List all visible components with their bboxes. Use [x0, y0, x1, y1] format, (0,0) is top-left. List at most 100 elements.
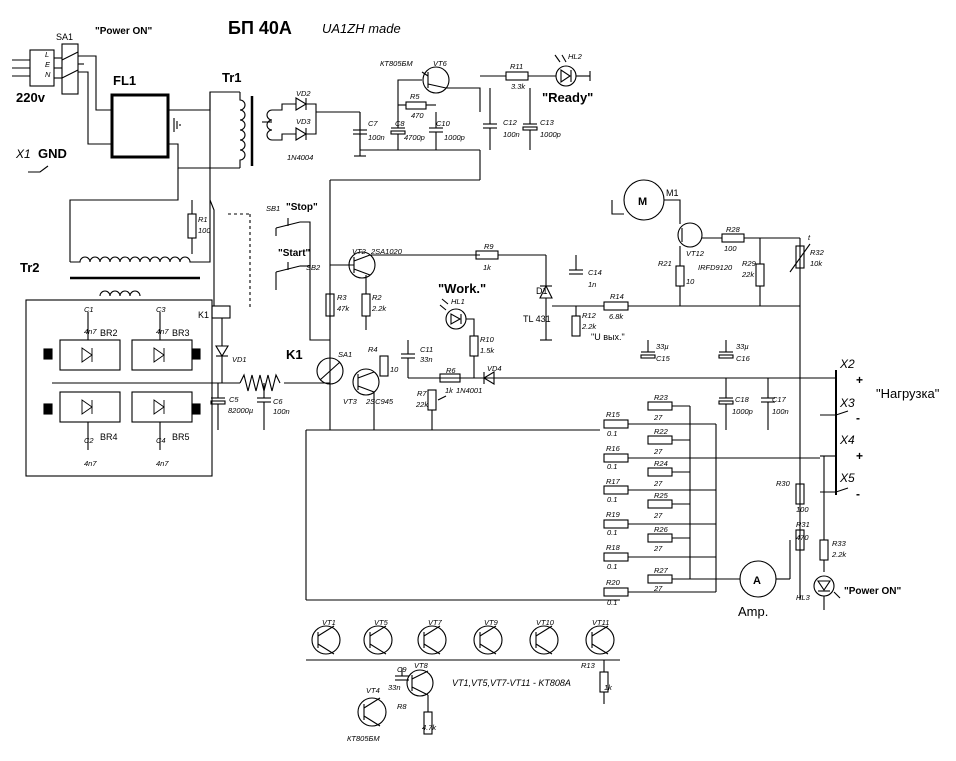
r8-value: 4.7k	[422, 723, 437, 732]
r1-ref: R1	[198, 215, 208, 224]
mains-switch-icon	[61, 43, 79, 95]
r11-ref: R11	[510, 62, 523, 71]
x5-polarity: -	[856, 487, 860, 501]
x4-ref: X4	[839, 433, 855, 447]
plug-pin-l: L	[45, 50, 49, 59]
stop-button[interactable]	[275, 218, 301, 236]
bridge-terminal	[191, 403, 201, 415]
vt1-ref: VT1	[322, 618, 336, 627]
bridge-terminal	[43, 348, 53, 360]
c6-ref: C6	[273, 397, 283, 406]
load-label: "Нагрузка"	[876, 386, 940, 401]
plug-pin-n: N	[45, 70, 51, 79]
vd4-type: 1N4001	[456, 386, 482, 395]
r10-ref: R10	[480, 335, 495, 344]
c18-value: 1000p	[732, 407, 753, 416]
r24-value: 27	[653, 479, 663, 488]
sb2-ref: SB2	[306, 263, 321, 272]
r30-ref: R30	[776, 479, 791, 488]
c16-value: 33µ	[736, 342, 749, 351]
ready-label: "Ready"	[542, 90, 593, 105]
gnd-terminal-ref: X1	[15, 147, 31, 161]
c13-ref: C13	[540, 118, 555, 127]
vt4-ref: VT4	[366, 686, 380, 695]
r11-value: 3.3k	[511, 82, 526, 91]
relay-contact-k1	[239, 373, 281, 392]
c4-value: 4n7	[156, 459, 169, 468]
r23-value: 27	[653, 413, 663, 422]
r8-ref: R8	[397, 702, 407, 711]
power-stage: VT1 VT5 VT7 VT9 VT10 VT11 VT8 VT4 КТ805Б…	[305, 429, 620, 743]
aux-supply: VD2 VD3 1N4004 C7 100n C8 4700p C10 1000…	[287, 52, 593, 181]
vd2-ref: VD2	[296, 89, 311, 98]
k1-contact-ref: K1	[286, 347, 303, 362]
temp-mark: t	[808, 233, 811, 242]
fan-control: M M1 VT12 IRFD9120 R28 100 R21 10 R29 22…	[611, 179, 825, 306]
c15-ref: C15	[656, 354, 671, 363]
c2-value: 4n7	[84, 459, 97, 468]
hl1-ref: HL1	[451, 297, 465, 306]
r13-value: 1k	[604, 683, 613, 692]
r31-value: 470	[796, 533, 809, 542]
c10-ref: C10	[436, 119, 451, 128]
r15-value: 0.1	[607, 429, 617, 438]
c8-value: 4700p	[404, 133, 425, 142]
c5-value: 82000µ	[228, 406, 253, 415]
work-label: "Work."	[438, 281, 486, 296]
c11-ref: C11	[420, 345, 433, 354]
vt12-type: IRFD9120	[698, 263, 733, 272]
r3-value: 47k	[337, 304, 350, 313]
c5-ref: C5	[229, 395, 239, 404]
relay-coil-k1	[211, 305, 231, 319]
c7-value: 100n	[368, 133, 385, 142]
resistor-r24	[647, 467, 673, 477]
c14-value: 1n	[588, 280, 596, 289]
resistor-r4	[379, 355, 389, 377]
c7-ref: C7	[368, 119, 378, 128]
r2-value: 2.2k	[371, 304, 387, 313]
vt3-ref: VT3	[343, 397, 358, 406]
br4-ref: BR4	[100, 432, 118, 442]
r26-ref: R26	[654, 525, 669, 534]
c13-value: 1000p	[540, 130, 561, 139]
resistor-r11	[505, 71, 529, 81]
c17-value: 100n	[772, 407, 789, 416]
start-button[interactable]	[275, 262, 301, 290]
transistor-vt6	[422, 66, 450, 94]
r32-value: 10k	[810, 259, 823, 268]
c11-value: 33n	[420, 355, 433, 364]
hl3-ref: HL3	[796, 593, 811, 602]
gnd-terminal-icon	[28, 165, 49, 173]
plug-pin-e: E	[45, 60, 51, 69]
r26-value: 27	[653, 544, 663, 553]
vt6-ref: VT6	[433, 59, 448, 68]
r13-ref: R13	[581, 661, 596, 670]
start-logic: VT2 2SA1020 R3 47k R2 2.2k R4 10 VT3 2SC…	[325, 242, 800, 430]
vt5-ref: VT5	[374, 618, 389, 627]
c10-value: 1000p	[444, 133, 465, 142]
r32-ref: R32	[810, 248, 825, 257]
resistor-r31	[795, 529, 805, 551]
c12-value: 100n	[503, 130, 520, 139]
bridge-br5	[131, 391, 193, 423]
mains-input: L E N 220v SA1 "Power ON" FL1 X1 GND	[12, 26, 181, 173]
r20-ref: R20	[606, 578, 621, 587]
mains-switch-ref: SA1	[56, 32, 73, 42]
schematic-title: БП 40А	[228, 18, 292, 38]
ammeter-section: A Amp. R30 100 R31 470 R33 2.2k HL3 "Pow…	[738, 456, 902, 619]
r25-value: 27	[653, 511, 663, 520]
br2-ref: BR2	[100, 328, 118, 338]
output-filter: 33µ C15 33µ C16 C18 1000p C17 100n	[640, 238, 837, 600]
resistor-r19	[603, 519, 629, 529]
resistor-r22	[647, 435, 673, 445]
bridge-br2	[59, 339, 121, 371]
resistor-r33	[819, 539, 829, 561]
d1-ref: D1	[536, 286, 548, 296]
m1-ref: M1	[666, 188, 679, 198]
relay-section: R1 100 K1 VD1 K1 SA1	[187, 199, 352, 392]
r29-ref: R29	[742, 259, 757, 268]
potentiometer-r12	[571, 315, 581, 337]
r12-ref: R12	[582, 311, 597, 320]
vd1-ref: VD1	[232, 355, 247, 364]
r2-ref: R2	[372, 293, 382, 302]
